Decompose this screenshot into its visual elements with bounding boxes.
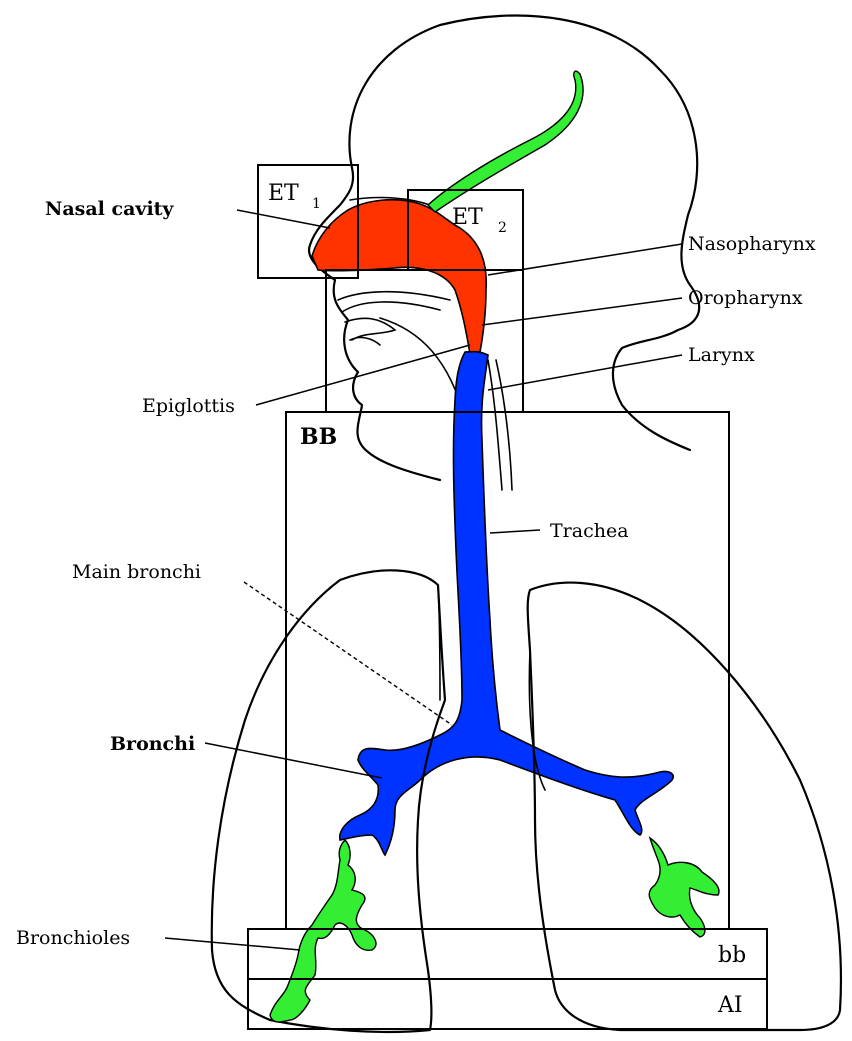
et-neck-box [326, 270, 523, 412]
oropharynx-leader [482, 298, 682, 325]
right-lung-outline [212, 570, 445, 1032]
oropharynx-label: Oropharynx [688, 287, 803, 309]
larynx-label: Larynx [688, 344, 755, 366]
epiglottis-leader [256, 345, 470, 405]
et1-region-label: ET [268, 181, 299, 206]
epiglottis-label: Epiglottis [142, 395, 235, 417]
et2-region-label: ET [452, 205, 483, 230]
main-bronchi-label: Main bronchi [72, 561, 201, 583]
larynx-leader [488, 355, 682, 390]
left-lung-outline [528, 583, 841, 1030]
bronchiolar-region-label: bb [718, 943, 746, 968]
bronchioles-label: Bronchioles [16, 927, 130, 949]
et1-region-subscript: 1 [312, 196, 321, 212]
trachea-label: Trachea [550, 520, 629, 542]
palate-outline [338, 292, 450, 345]
trachea-leader [490, 530, 540, 533]
nasal-cavity-label: Nasal cavity [45, 198, 174, 220]
bronchi-label: Bronchi [110, 733, 195, 755]
left-bronchioles [649, 838, 719, 937]
nasopharynx-leader [488, 244, 682, 275]
nasopharynx-label: Nasopharynx [688, 233, 816, 255]
alveolar-region-label: AI [717, 993, 743, 1018]
nasal-cavity-leader [237, 210, 330, 228]
bb-region-label: BB [300, 424, 337, 450]
bronchioles-leader [165, 938, 300, 950]
alveolar-region-box [248, 979, 767, 1029]
et2-region-subscript: 2 [498, 220, 507, 236]
